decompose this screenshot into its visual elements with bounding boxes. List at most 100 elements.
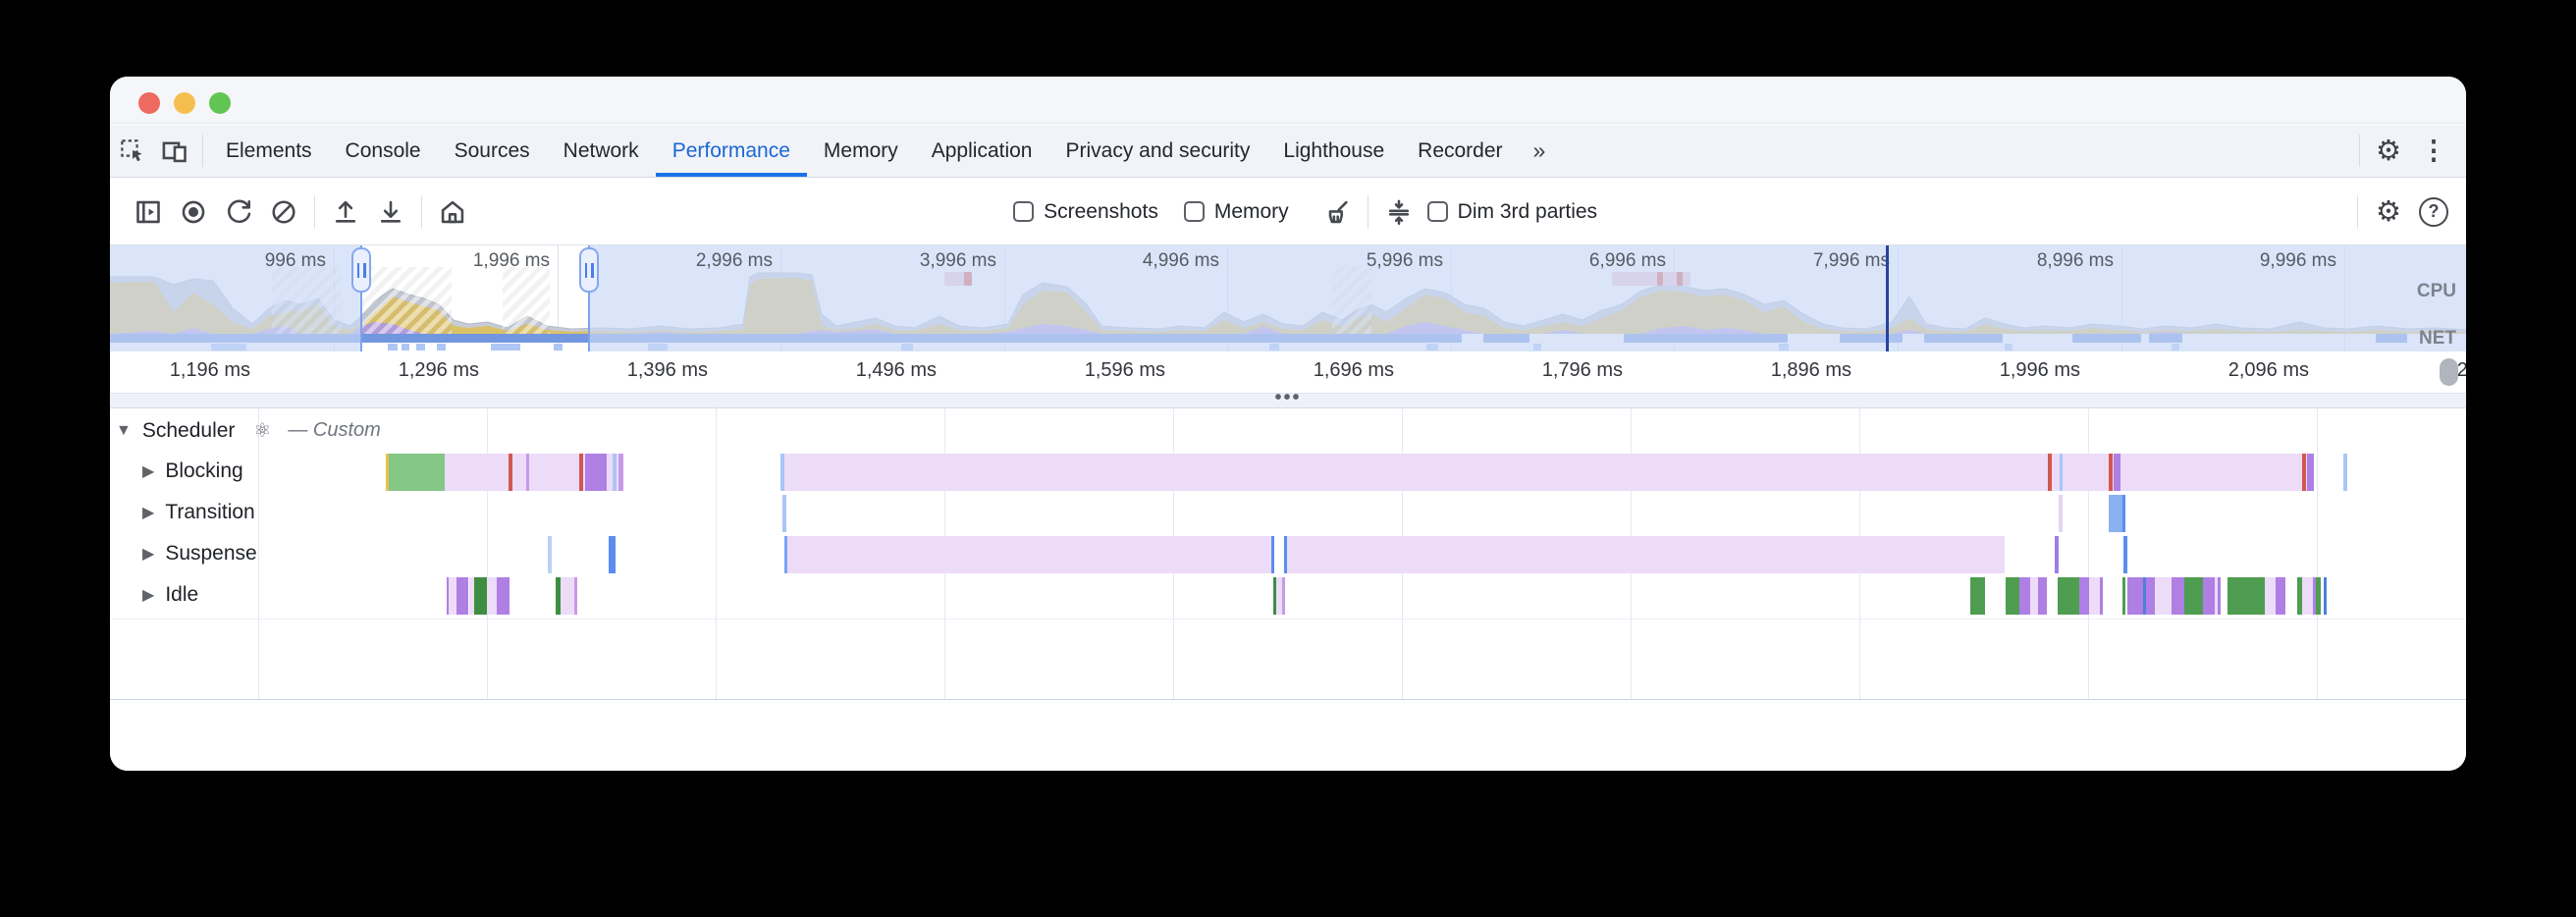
flame-event[interactable] <box>449 577 456 615</box>
flame-event[interactable] <box>1970 577 1985 615</box>
collapse-triangle-icon[interactable]: ▼ <box>116 421 132 439</box>
flame-event[interactable] <box>2109 454 2113 491</box>
flame-event[interactable] <box>784 536 2005 573</box>
flame-event[interactable] <box>1274 536 1284 573</box>
flame-event[interactable] <box>386 454 389 491</box>
flame-event[interactable] <box>469 577 474 615</box>
load-profile-icon[interactable] <box>323 189 368 235</box>
flame-event[interactable] <box>2114 454 2120 491</box>
tab-recorder[interactable]: Recorder <box>1418 138 1503 162</box>
flame-event[interactable] <box>487 577 497 615</box>
flame-event[interactable] <box>389 454 445 491</box>
flame-event[interactable] <box>1282 577 1285 615</box>
flame-event[interactable] <box>2218 577 2221 615</box>
flame-event[interactable] <box>782 495 786 532</box>
flame-event[interactable] <box>497 577 510 615</box>
flame-event[interactable] <box>2019 577 2030 615</box>
dim-3rd-parties-checkbox[interactable] <box>1426 201 1448 222</box>
track-row-idle[interactable]: ▶ Idle <box>110 575 2466 617</box>
flame-event[interactable] <box>2109 495 2124 532</box>
flame-event[interactable] <box>609 454 613 491</box>
flame-event[interactable] <box>2203 577 2215 615</box>
close-button[interactable] <box>138 92 160 114</box>
record-and-reload-icon[interactable] <box>216 189 261 235</box>
tab-memory[interactable]: Memory <box>823 138 898 162</box>
flame-event[interactable] <box>2006 577 2019 615</box>
inspect-element-icon[interactable] <box>110 125 153 177</box>
save-profile-icon[interactable] <box>368 189 413 235</box>
collect-garbage-icon[interactable] <box>1315 189 1360 235</box>
flame-event[interactable] <box>447 577 449 615</box>
flame-event[interactable] <box>1276 577 1283 615</box>
flame-event[interactable] <box>2048 454 2052 491</box>
flame-event[interactable] <box>579 454 583 491</box>
flame-event[interactable] <box>2276 577 2285 615</box>
flame-event[interactable] <box>2302 454 2306 491</box>
flame-event[interactable] <box>613 454 617 491</box>
flame-event[interactable] <box>2038 577 2047 615</box>
flame-event[interactable] <box>585 454 607 491</box>
flame-event[interactable] <box>2172 577 2184 615</box>
flame-event[interactable] <box>2089 577 2100 615</box>
record-icon[interactable] <box>171 189 216 235</box>
tab-lighthouse[interactable]: Lighthouse <box>1283 138 1385 162</box>
tab-sources[interactable]: Sources <box>454 138 530 162</box>
tab-console[interactable]: Console <box>345 138 421 162</box>
flame-event[interactable] <box>456 577 468 615</box>
flame-event[interactable] <box>474 577 487 615</box>
capture-settings-gear-icon[interactable]: ⚙ <box>2376 196 2401 228</box>
flame-event[interactable] <box>2122 577 2125 615</box>
pane-resize-grip[interactable]: ••• <box>110 388 2466 408</box>
tab-privacy-and-security[interactable]: Privacy and security <box>1065 138 1251 162</box>
zoom-button[interactable] <box>209 92 231 114</box>
clear-recording-icon[interactable] <box>261 189 306 235</box>
help-icon[interactable]: ? <box>2411 189 2456 235</box>
expand-triangle-icon[interactable]: ▶ <box>142 587 155 604</box>
selection-left-handle[interactable] <box>351 247 371 293</box>
memory-checkbox-group[interactable]: Memory <box>1183 200 1289 224</box>
flame-event[interactable] <box>2324 577 2327 615</box>
minimize-button[interactable] <box>174 92 195 114</box>
flame-event[interactable] <box>2302 577 2313 615</box>
expand-triangle-icon[interactable]: ▶ <box>142 463 155 480</box>
flame-event[interactable] <box>561 577 574 615</box>
more-tabs-icon[interactable]: » <box>1532 137 1546 163</box>
toggle-sidebar-icon[interactable] <box>126 189 171 235</box>
flame-event[interactable] <box>509 454 512 491</box>
flame-event[interactable] <box>2059 495 2063 532</box>
flame-event[interactable] <box>2143 577 2146 615</box>
track-row-blocking[interactable]: ▶ Blocking <box>110 452 2466 493</box>
expand-triangle-icon[interactable]: ▶ <box>142 546 155 563</box>
memory-checkbox[interactable] <box>1183 201 1205 222</box>
dim-3rd-parties-checkbox-group[interactable]: Dim 3rd parties <box>1426 200 1597 224</box>
flame-event[interactable] <box>2100 577 2103 615</box>
flame-event[interactable] <box>2122 495 2125 532</box>
collapse-tracks-icon[interactable] <box>1376 189 1422 235</box>
track-row-transition[interactable]: ▶ Transition <box>110 493 2466 534</box>
flame-event[interactable] <box>2079 577 2089 615</box>
flame-event[interactable] <box>2127 577 2143 615</box>
flame-event[interactable] <box>2030 577 2038 615</box>
flame-event[interactable] <box>1273 577 1276 615</box>
flame-event[interactable] <box>526 454 529 491</box>
tab-performance[interactable]: Performance <box>656 125 807 177</box>
flame-event[interactable] <box>784 536 787 573</box>
flame-event[interactable] <box>556 577 561 615</box>
live-metrics-home-icon[interactable] <box>430 189 475 235</box>
flame-event[interactable] <box>2146 577 2155 615</box>
screenshots-checkbox[interactable] <box>1013 201 1035 222</box>
track-group-scheduler[interactable]: ▼ Scheduler ⚛ — Custom <box>110 408 2466 452</box>
flame-event[interactable] <box>2316 577 2321 615</box>
kebab-menu-icon[interactable]: ⋮ <box>2420 135 2447 165</box>
settings-gear-icon[interactable]: ⚙ <box>2376 135 2401 167</box>
expand-triangle-icon[interactable]: ▶ <box>142 505 155 521</box>
flame-event[interactable] <box>2215 577 2218 615</box>
track-row-suspense[interactable]: ▶ Suspense <box>110 534 2466 575</box>
scrollbar-thumb[interactable] <box>2440 358 2458 386</box>
device-toolbar-icon[interactable] <box>153 125 196 177</box>
flame-event[interactable] <box>618 454 623 491</box>
playhead-marker[interactable] <box>1886 245 1889 351</box>
flame-event[interactable] <box>2307 454 2314 491</box>
flame-event[interactable] <box>2155 577 2172 615</box>
